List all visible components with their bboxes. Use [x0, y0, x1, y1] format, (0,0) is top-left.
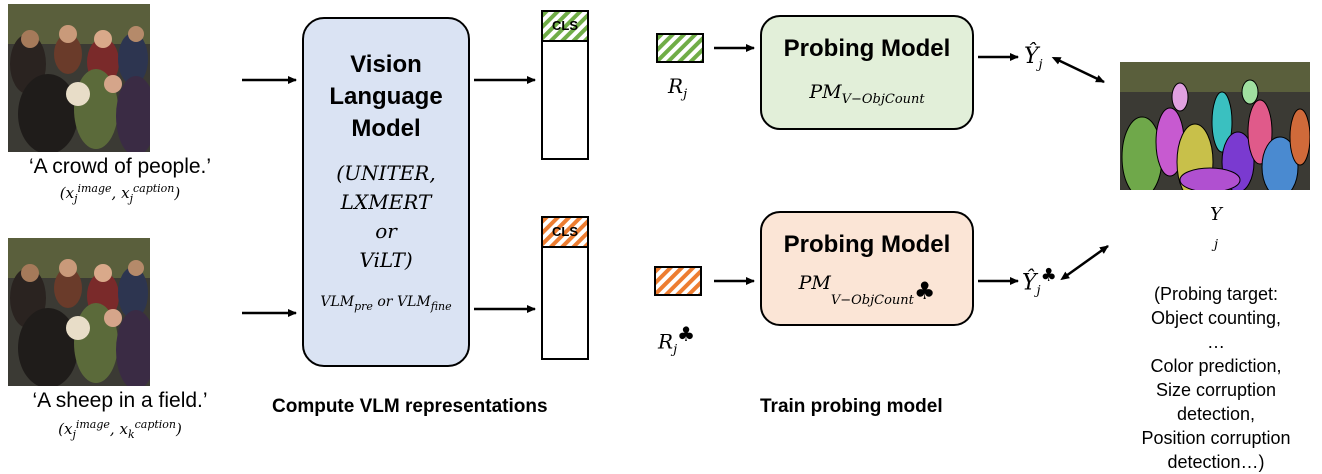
probe-input-top: [656, 33, 704, 63]
probe-input-bottom: [654, 266, 702, 296]
crowd-photo-top: [8, 4, 150, 152]
compute-section-title: Compute VLM representations: [272, 396, 548, 417]
double-arrow-bottom-compare: [1060, 244, 1109, 281]
club-suit-icon: ♣: [677, 322, 696, 346]
bottom-caption: ‘A sheep in a field.’: [32, 389, 208, 412]
bottom-input-pair: (xjimage, xkcaption): [58, 418, 182, 441]
crowd-photo-bottom: [8, 238, 150, 386]
vlm-title: Vision Language Model: [329, 51, 443, 142]
orange-hatch-pattern: [656, 268, 700, 294]
vlm-variant-label: VLMpre or VLMfine: [320, 294, 452, 313]
probe-input-bottom-label: Rj♣: [658, 322, 696, 358]
green-hatch-pattern: [543, 12, 587, 40]
club-suit-icon: ♣: [913, 277, 936, 305]
orange-hatch-pattern: [543, 218, 587, 246]
probe-input-top-label: Rj: [668, 74, 688, 102]
representation-bar-top: CLS: [541, 10, 589, 160]
probing-model-top: Probing Model PMV−ObjCount: [760, 15, 974, 130]
representation-bar-bottom: CLS: [541, 216, 589, 360]
prediction-top-label: Ŷj: [1024, 44, 1043, 73]
vlm-model-list: (UNITER, LXMERT or ViLT): [336, 161, 436, 272]
green-hatch-pattern: [658, 35, 702, 61]
cls-token-top: CLS: [543, 12, 587, 42]
probing-model-top-formula: PMV−ObjCount: [809, 81, 925, 107]
prediction-bottom-label: Ŷj♣: [1022, 265, 1057, 299]
top-input-pair: (xjimage, xjcaption): [59, 182, 181, 205]
vision-language-model-box: Vision Language Model (UNITER, LXMERT or…: [302, 17, 470, 367]
probing-model-bottom: Probing Model PMV−ObjCount♣: [760, 211, 974, 326]
club-suit-icon: ♣: [1040, 265, 1057, 286]
segmented-crowd-image: [1120, 62, 1310, 190]
probing-model-bottom-formula: PMV−ObjCount♣: [798, 272, 936, 308]
cls-token-bottom: CLS: [543, 218, 587, 248]
top-caption: ‘A crowd of people.’: [28, 155, 212, 178]
train-section-title: Train probing model: [760, 396, 943, 417]
double-arrow-top-compare: [1051, 56, 1105, 84]
